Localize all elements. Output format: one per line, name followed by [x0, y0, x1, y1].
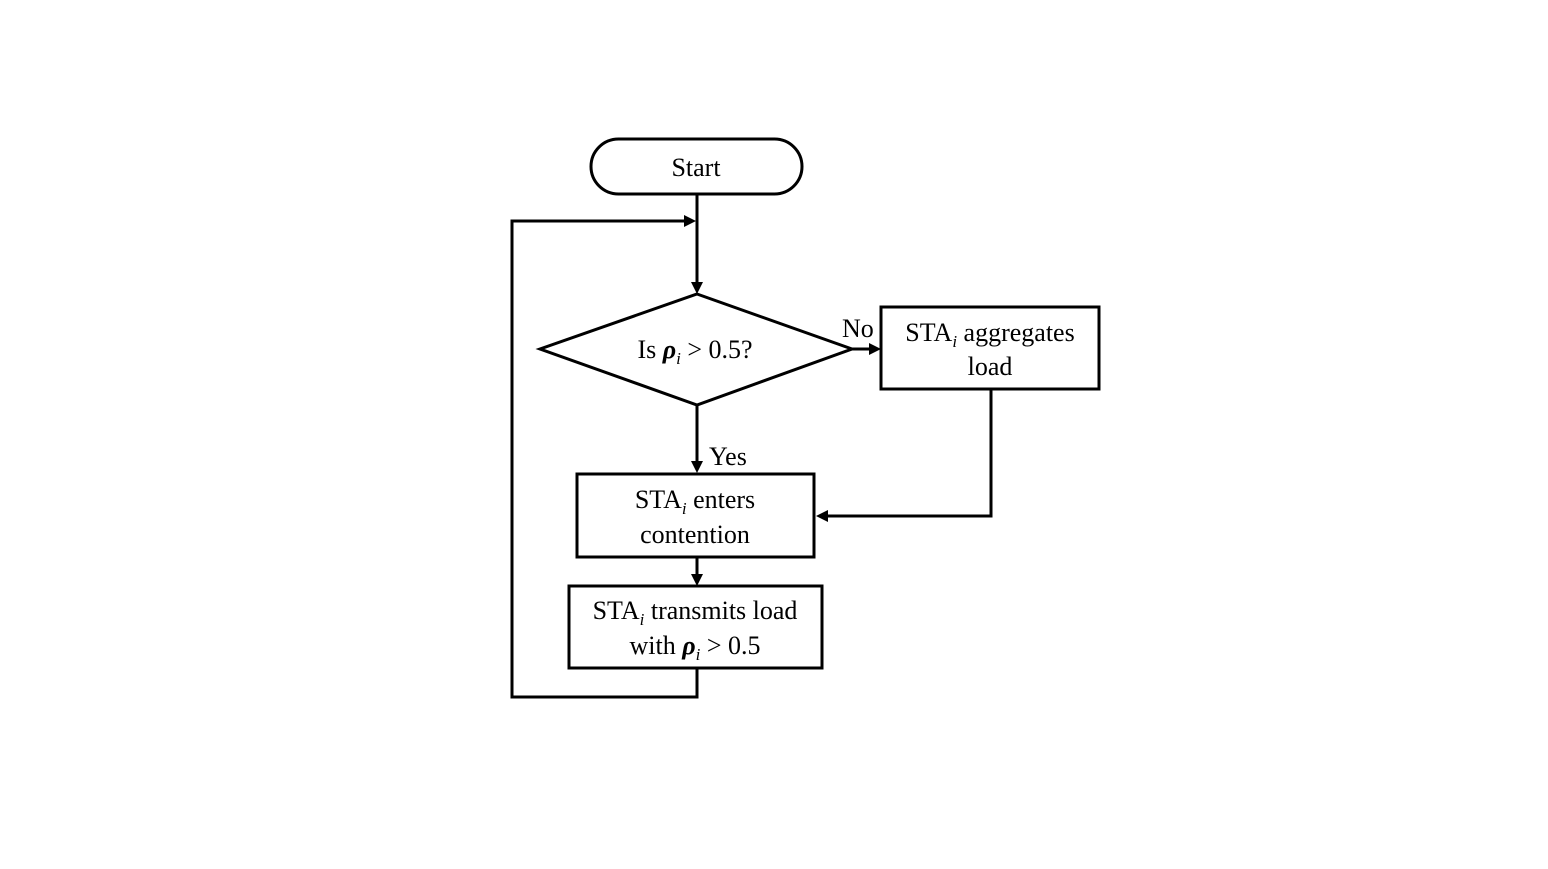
transmit-line2-prefix: with: [629, 631, 682, 660]
decision-subscript: i: [676, 349, 681, 368]
contention-box-shape: [575, 472, 816, 559]
contention-line1-rest: enters: [687, 485, 756, 514]
start-label: Start: [671, 153, 721, 182]
contention-sta: STA: [635, 485, 682, 514]
transmit-process-node: STAi transmits load with ρi > 0.5: [567, 584, 824, 670]
transmit-rho-symbol: ρ: [681, 631, 695, 660]
transmit-subscript: i: [640, 610, 645, 629]
contention-line2: contention: [640, 520, 750, 549]
transmit-line2-suffix: > 0.5: [700, 631, 760, 660]
transmit-line2-subscript: i: [696, 645, 701, 664]
no-branch-arrowhead: [869, 343, 881, 355]
decision-diamond-shape: [535, 292, 857, 407]
contention-line1: STAi enters: [635, 485, 755, 518]
aggregate-line2: load: [968, 352, 1013, 381]
start-node: Start: [589, 137, 804, 196]
aggregate-line1-rest: aggregates: [957, 318, 1075, 347]
start-to-decision-arrowhead: [691, 282, 703, 294]
transmit-line1-rest: transmits load: [644, 596, 797, 625]
connectors: [510, 194, 993, 699]
start-terminator-shape: [589, 137, 804, 196]
decision-rho-symbol: ρ: [662, 335, 676, 364]
decision-node: Is ρi > 0.5?: [535, 292, 857, 407]
loop-back-line: [510, 219, 699, 699]
aggregate-box-shape: [879, 305, 1101, 391]
contention-to-transmit-arrowhead: [691, 574, 703, 586]
loop-back-arrowhead: [684, 215, 696, 227]
contention-subscript: i: [682, 499, 687, 518]
aggregate-to-contention-line: [826, 389, 993, 518]
yes-edge-label: Yes: [709, 442, 747, 471]
decision-prefix: Is: [637, 335, 662, 364]
decision-suffix: > 0.5?: [681, 335, 753, 364]
aggregate-process-node: STAi aggregates load: [879, 305, 1101, 391]
contention-process-node: STAi enters contention: [575, 472, 816, 559]
transmit-box-shape: [567, 584, 824, 670]
transmit-sta: STA: [593, 596, 640, 625]
transmit-line2: with ρi > 0.5: [629, 631, 760, 664]
no-edge-label: No: [842, 314, 874, 343]
decision-label: Is ρi > 0.5?: [637, 335, 752, 368]
transmit-line1: STAi transmits load: [593, 596, 798, 629]
aggregate-subscript: i: [952, 332, 957, 351]
aggregate-sta: STA: [905, 318, 952, 347]
aggregate-line1: STAi aggregates: [905, 318, 1074, 351]
aggregate-to-contention-arrowhead: [816, 510, 828, 522]
yes-branch-arrowhead: [691, 461, 703, 473]
